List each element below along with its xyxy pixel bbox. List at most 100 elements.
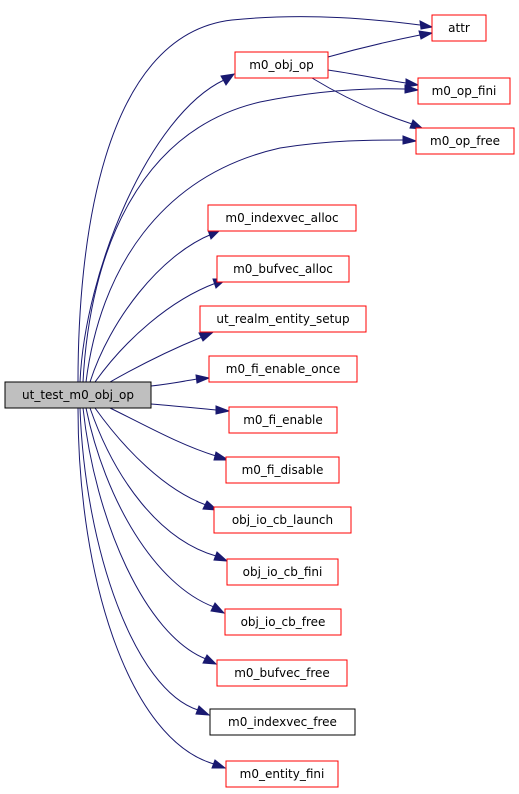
edge-line [94, 282, 217, 383]
node-box [417, 77, 511, 105]
node-box [224, 608, 342, 636]
edge-line [94, 407, 207, 506]
edge-line [79, 407, 199, 711]
edge-arrowhead [402, 135, 418, 145]
node-label: m0_obj_op [249, 58, 314, 72]
edge-arrowhead [418, 30, 434, 40]
edge-line [109, 407, 217, 457]
edge-arrowhead [195, 705, 211, 716]
node-box [225, 456, 340, 484]
node-m0-fi-disable[interactable]: m0_fi_disable [225, 456, 340, 484]
node-box [234, 51, 329, 79]
edge-ut_test_m0_obj_op-to-m0_fi_enable [150, 403, 231, 415]
node-obj-io-cb-fini[interactable]: obj_io_cb_fini [226, 558, 339, 586]
edge-m0_obj_op-to-attr [327, 30, 434, 58]
edge-line [150, 378, 198, 387]
node-obj-io-cb-launch[interactable]: obj_io_cb_launch [213, 506, 352, 534]
node-label: m0_entity_fini [240, 767, 325, 781]
node-m0-entity-fini[interactable]: m0_entity_fini [225, 760, 339, 788]
node-box [226, 558, 339, 586]
edge-arrowhead [195, 374, 211, 384]
edge-ut_test_m0_obj_op-to-obj_io_cb_fini [89, 407, 229, 562]
edge-ut_test_m0_obj_op-to-m0_op_free [85, 135, 418, 383]
edge-line [85, 407, 215, 608]
edge-line [89, 407, 217, 557]
node-label: m0_bufvec_free [234, 666, 330, 680]
node-box [228, 406, 338, 434]
edge-arrowhead [210, 602, 226, 614]
edge-arrowhead [213, 551, 229, 562]
edge-arrowhead [405, 78, 420, 88]
node-box [415, 127, 515, 155]
node-ut-test-m0-obj-op: ut_test_m0_obj_op [4, 381, 152, 409]
node-label: m0_bufvec_alloc [233, 262, 333, 276]
node-m0-op-free[interactable]: m0_op_free [415, 127, 515, 155]
edge-ut_test_m0_obj_op-to-m0_bufvec_free [82, 407, 218, 665]
edge-arrowhead [198, 332, 214, 342]
node-m0-obj-op[interactable]: m0_obj_op [234, 51, 329, 79]
node-m0-op-fini[interactable]: m0_op_fini [417, 77, 511, 105]
node-box [4, 381, 152, 409]
node-label: m0_op_free [430, 134, 500, 148]
edge-arrowhead [419, 20, 434, 30]
edge-ut_test_m0_obj_op-to-m0_obj_op [79, 73, 236, 383]
node-label: attr [448, 21, 470, 35]
node-m0-indexvec-free[interactable]: m0_indexvec_free [209, 708, 356, 736]
edge-ut_test_m0_obj_op-to-m0_fi_enable_once [150, 374, 211, 387]
edge-line [82, 88, 406, 383]
node-attr[interactable]: attr [431, 14, 487, 42]
node-label: m0_fi_enable_once [226, 362, 341, 376]
node-box [208, 355, 358, 383]
node-m0-fi-enable-once[interactable]: m0_fi_enable_once [208, 355, 358, 383]
node-label: ut_test_m0_obj_op [22, 388, 134, 402]
node-m0-fi-enable[interactable]: m0_fi_enable [228, 406, 338, 434]
edge-arrowhead [220, 73, 236, 86]
edge-ut_test_m0_obj_op-to-obj_io_cb_free [85, 407, 226, 614]
edge-ut_test_m0_obj_op-to-ut_realm_entity_setup [109, 332, 214, 383]
node-box [431, 14, 487, 42]
edge-arrowhead [202, 654, 218, 665]
edge-line [77, 16, 421, 383]
edge-line [150, 403, 217, 411]
node-label: obj_io_cb_launch [232, 513, 333, 527]
edge-line [77, 407, 215, 765]
node-label: m0_op_fini [432, 84, 497, 98]
nodes-layer: ut_test_m0_obj_op attr m0_obj_op m0_op_fini… [4, 14, 515, 788]
edge-ut_test_m0_obj_op-to-m0_indexvec_free [79, 407, 211, 716]
edge-line [109, 336, 203, 383]
node-box [199, 305, 367, 333]
node-label: m0_indexvec_free [228, 715, 337, 729]
edge-arrowhead [215, 405, 231, 415]
node-m0-bufvec-free[interactable]: m0_bufvec_free [216, 659, 348, 687]
edge-line [311, 77, 413, 125]
edge-ut_test_m0_obj_op-to-attr [77, 16, 434, 383]
node-box [216, 659, 348, 687]
node-label: m0_indexvec_alloc [225, 211, 338, 225]
node-m0-indexvec-alloc[interactable]: m0_indexvec_alloc [207, 204, 357, 232]
edge-ut_test_m0_obj_op-to-m0_fi_disable [109, 407, 230, 461]
edge-arrowhead [211, 759, 227, 769]
edge-ut_test_m0_obj_op-to-m0_entity_fini [77, 407, 227, 769]
node-m0-bufvec-alloc[interactable]: m0_bufvec_alloc [216, 255, 350, 283]
node-label: ut_realm_entity_setup [216, 312, 349, 326]
edge-ut_test_m0_obj_op-to-obj_io_cb_launch [94, 407, 219, 511]
node-box [216, 255, 350, 283]
node-label: m0_fi_enable [243, 413, 323, 427]
node-label: m0_fi_disable [242, 463, 324, 477]
edge-line [327, 34, 421, 58]
edge-line [85, 139, 404, 383]
edge-m0_obj_op-to-m0_op_fini [327, 69, 420, 88]
node-box [207, 204, 357, 232]
node-ut-realm-entity-setup[interactable]: ut_realm_entity_setup [199, 305, 367, 333]
edge-line [89, 233, 213, 383]
node-box [209, 708, 356, 736]
node-label: obj_io_cb_fini [243, 565, 323, 579]
edge-line [82, 407, 207, 660]
node-label: obj_io_cb_free [241, 615, 326, 629]
edge-line [79, 79, 225, 383]
node-box [213, 506, 352, 534]
node-box [225, 760, 339, 788]
edge-arrowhead [213, 451, 230, 461]
node-obj-io-cb-free[interactable]: obj_io_cb_free [224, 608, 342, 636]
